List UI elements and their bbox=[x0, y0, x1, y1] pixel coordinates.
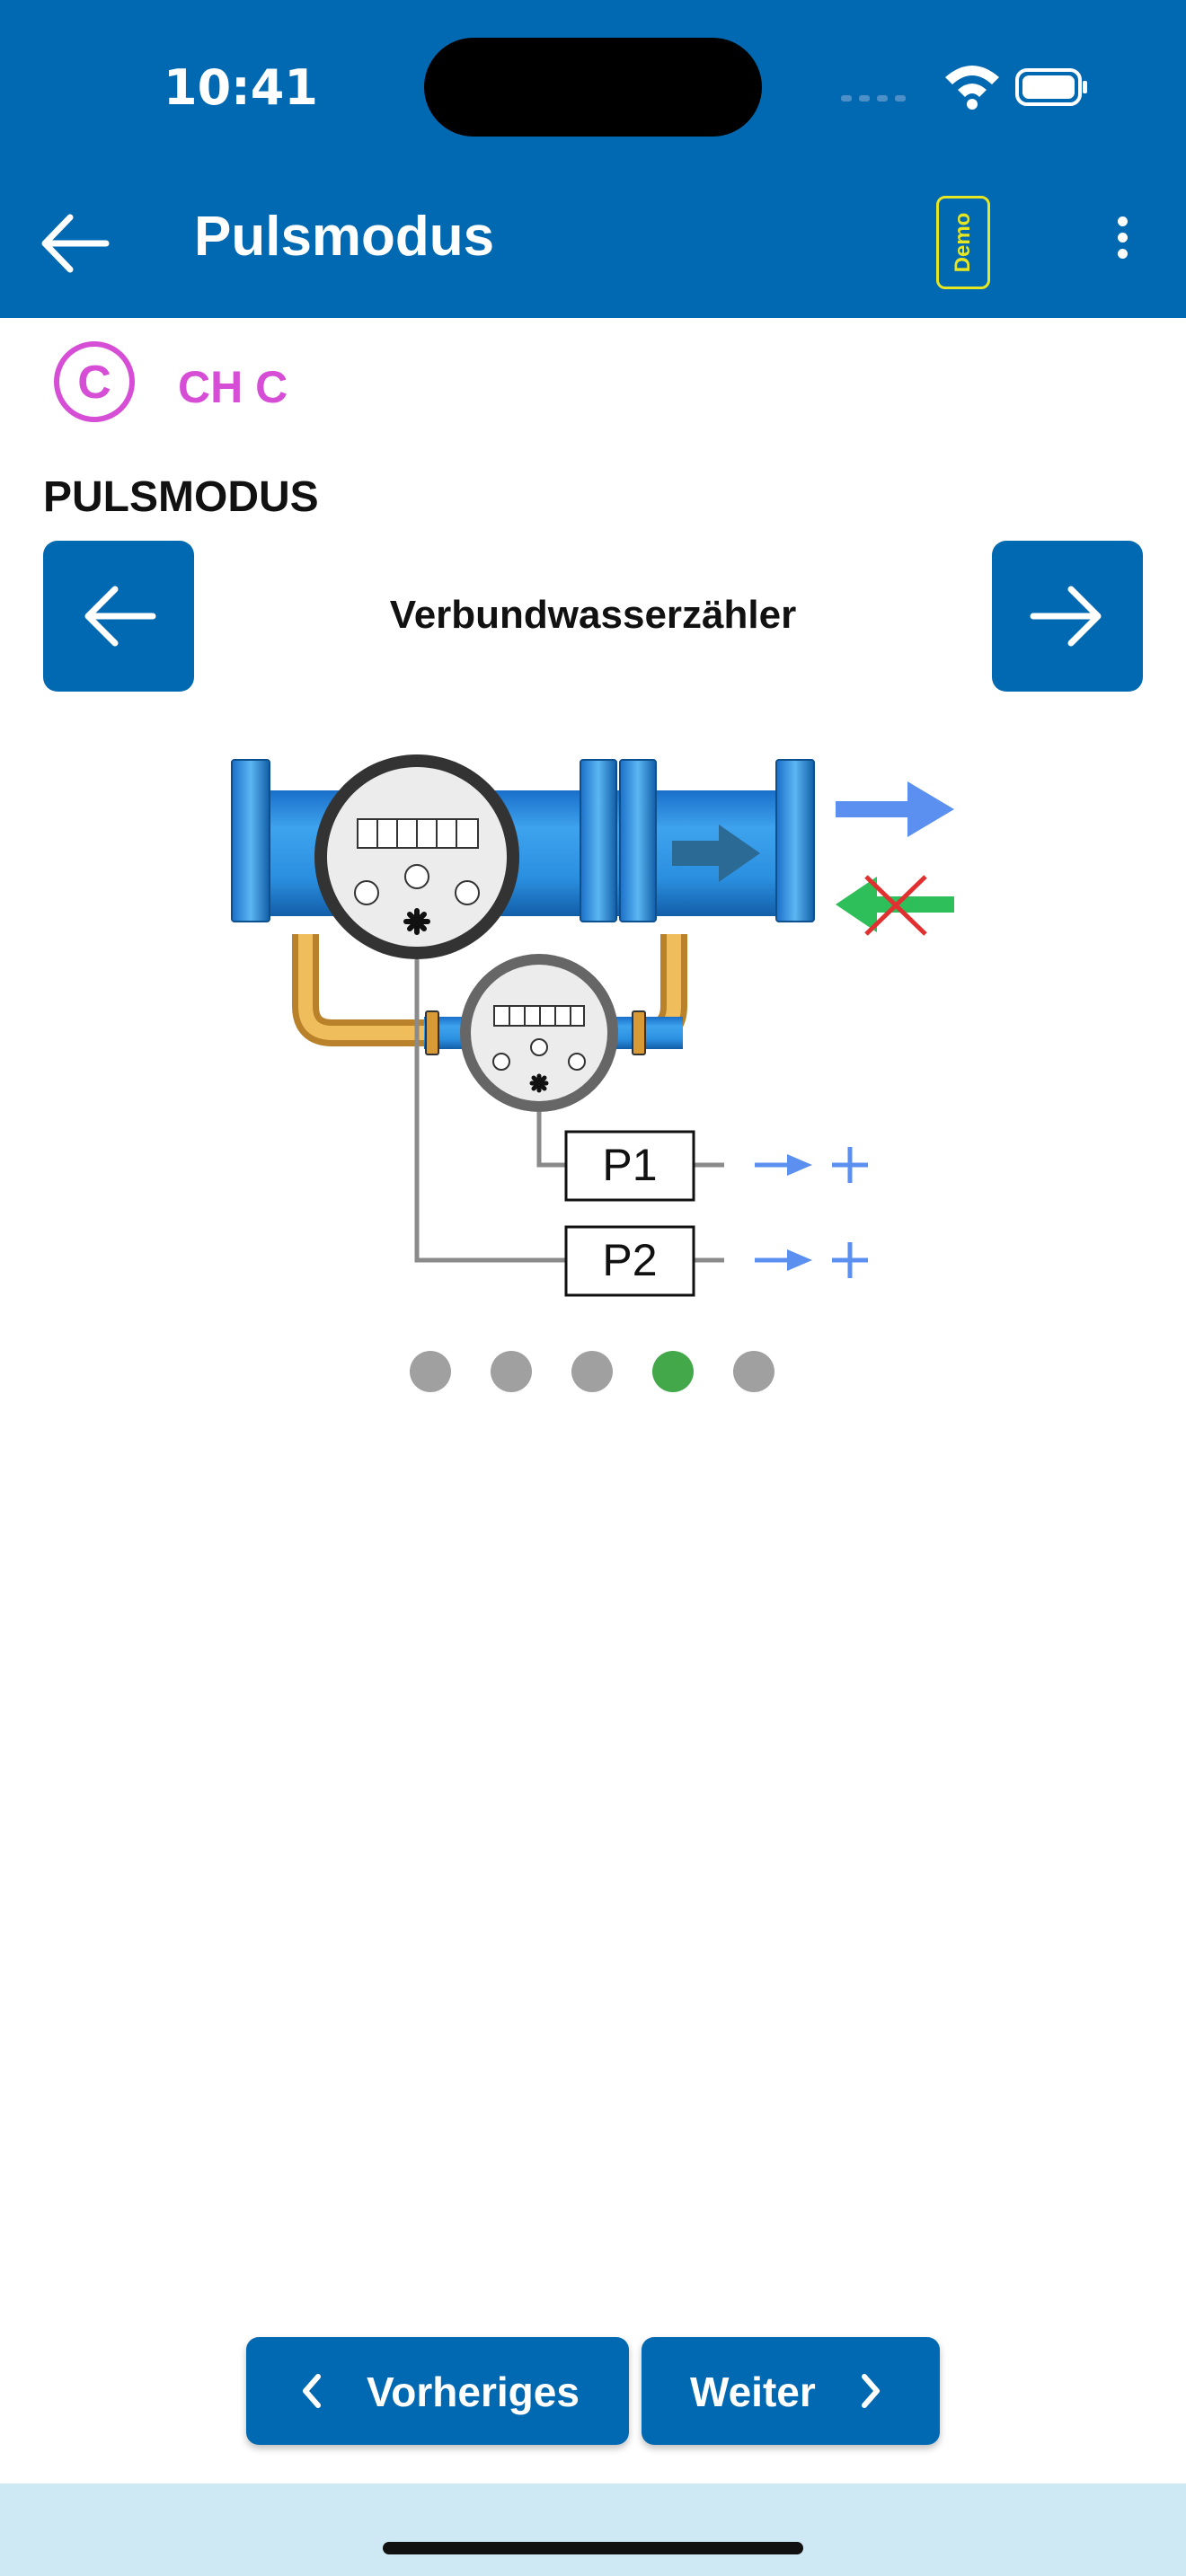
page-dot-5[interactable] bbox=[733, 1351, 774, 1392]
bottom-safe-area bbox=[0, 2483, 1186, 2576]
more-dot bbox=[1117, 216, 1128, 226]
pulse-box-p2: P2 bbox=[564, 1225, 695, 1297]
wifi-icon bbox=[945, 66, 999, 110]
small-meter bbox=[424, 954, 683, 1112]
next-button[interactable]: Weiter bbox=[642, 2337, 940, 2445]
next-button-label: Weiter bbox=[690, 2369, 816, 2415]
cellular-signal-icon bbox=[841, 95, 906, 101]
page-dot-2[interactable] bbox=[491, 1351, 532, 1392]
page-title: Pulsmodus bbox=[194, 206, 495, 268]
pulse-box-p1: P1 bbox=[564, 1130, 695, 1202]
page-dot-3[interactable] bbox=[571, 1351, 613, 1392]
chevron-right-icon bbox=[862, 2374, 880, 2408]
channel-icon-letter: C bbox=[77, 357, 111, 409]
status-icons bbox=[841, 66, 1087, 110]
pulse-label-p1: P1 bbox=[602, 1140, 657, 1190]
app-bar: 10:41 Pulsmodus Demo bbox=[0, 0, 1186, 318]
reverse-flow-blocked-icon bbox=[836, 875, 954, 936]
channel-c-icon: C bbox=[54, 341, 135, 422]
more-options-button[interactable] bbox=[1098, 212, 1146, 275]
more-dot bbox=[1117, 249, 1128, 259]
back-button[interactable] bbox=[36, 203, 117, 284]
home-indicator[interactable] bbox=[383, 2542, 803, 2554]
large-meter-dial bbox=[314, 754, 519, 959]
flow-direction-arrow bbox=[672, 825, 760, 882]
dynamic-island bbox=[424, 38, 762, 137]
arrow-left-icon bbox=[84, 586, 156, 647]
pulse-forward-plus-icon bbox=[755, 1147, 868, 1278]
arrow-left-icon bbox=[41, 214, 110, 273]
previous-button-label: Vorheriges bbox=[367, 2369, 580, 2415]
arrow-right-icon bbox=[1030, 586, 1102, 647]
status-time: 10:41 bbox=[164, 59, 318, 116]
carousel-title: Verbundwasserzähler bbox=[389, 593, 797, 637]
demo-badge-label: Demo bbox=[951, 212, 975, 273]
carousel-prev-button[interactable] bbox=[43, 541, 194, 692]
demo-badge: Demo bbox=[936, 196, 990, 289]
page-dot-4-active[interactable] bbox=[652, 1351, 694, 1392]
carousel-next-button[interactable] bbox=[992, 541, 1143, 692]
more-dot bbox=[1117, 233, 1128, 243]
forward-flow-arrow-icon bbox=[836, 781, 954, 837]
carousel-page-indicator bbox=[410, 1351, 787, 1392]
pulse-label-p2: P2 bbox=[602, 1235, 657, 1285]
compound-water-meter-diagram: P1 P2 bbox=[231, 754, 954, 1297]
section-title: PULSMODUS bbox=[43, 473, 319, 521]
battery-icon bbox=[1015, 68, 1087, 106]
chevron-left-icon bbox=[303, 2374, 321, 2408]
page-dot-1[interactable] bbox=[410, 1351, 451, 1392]
channel-label: CH C bbox=[178, 362, 288, 412]
previous-button[interactable]: Vorheriges bbox=[246, 2337, 629, 2445]
